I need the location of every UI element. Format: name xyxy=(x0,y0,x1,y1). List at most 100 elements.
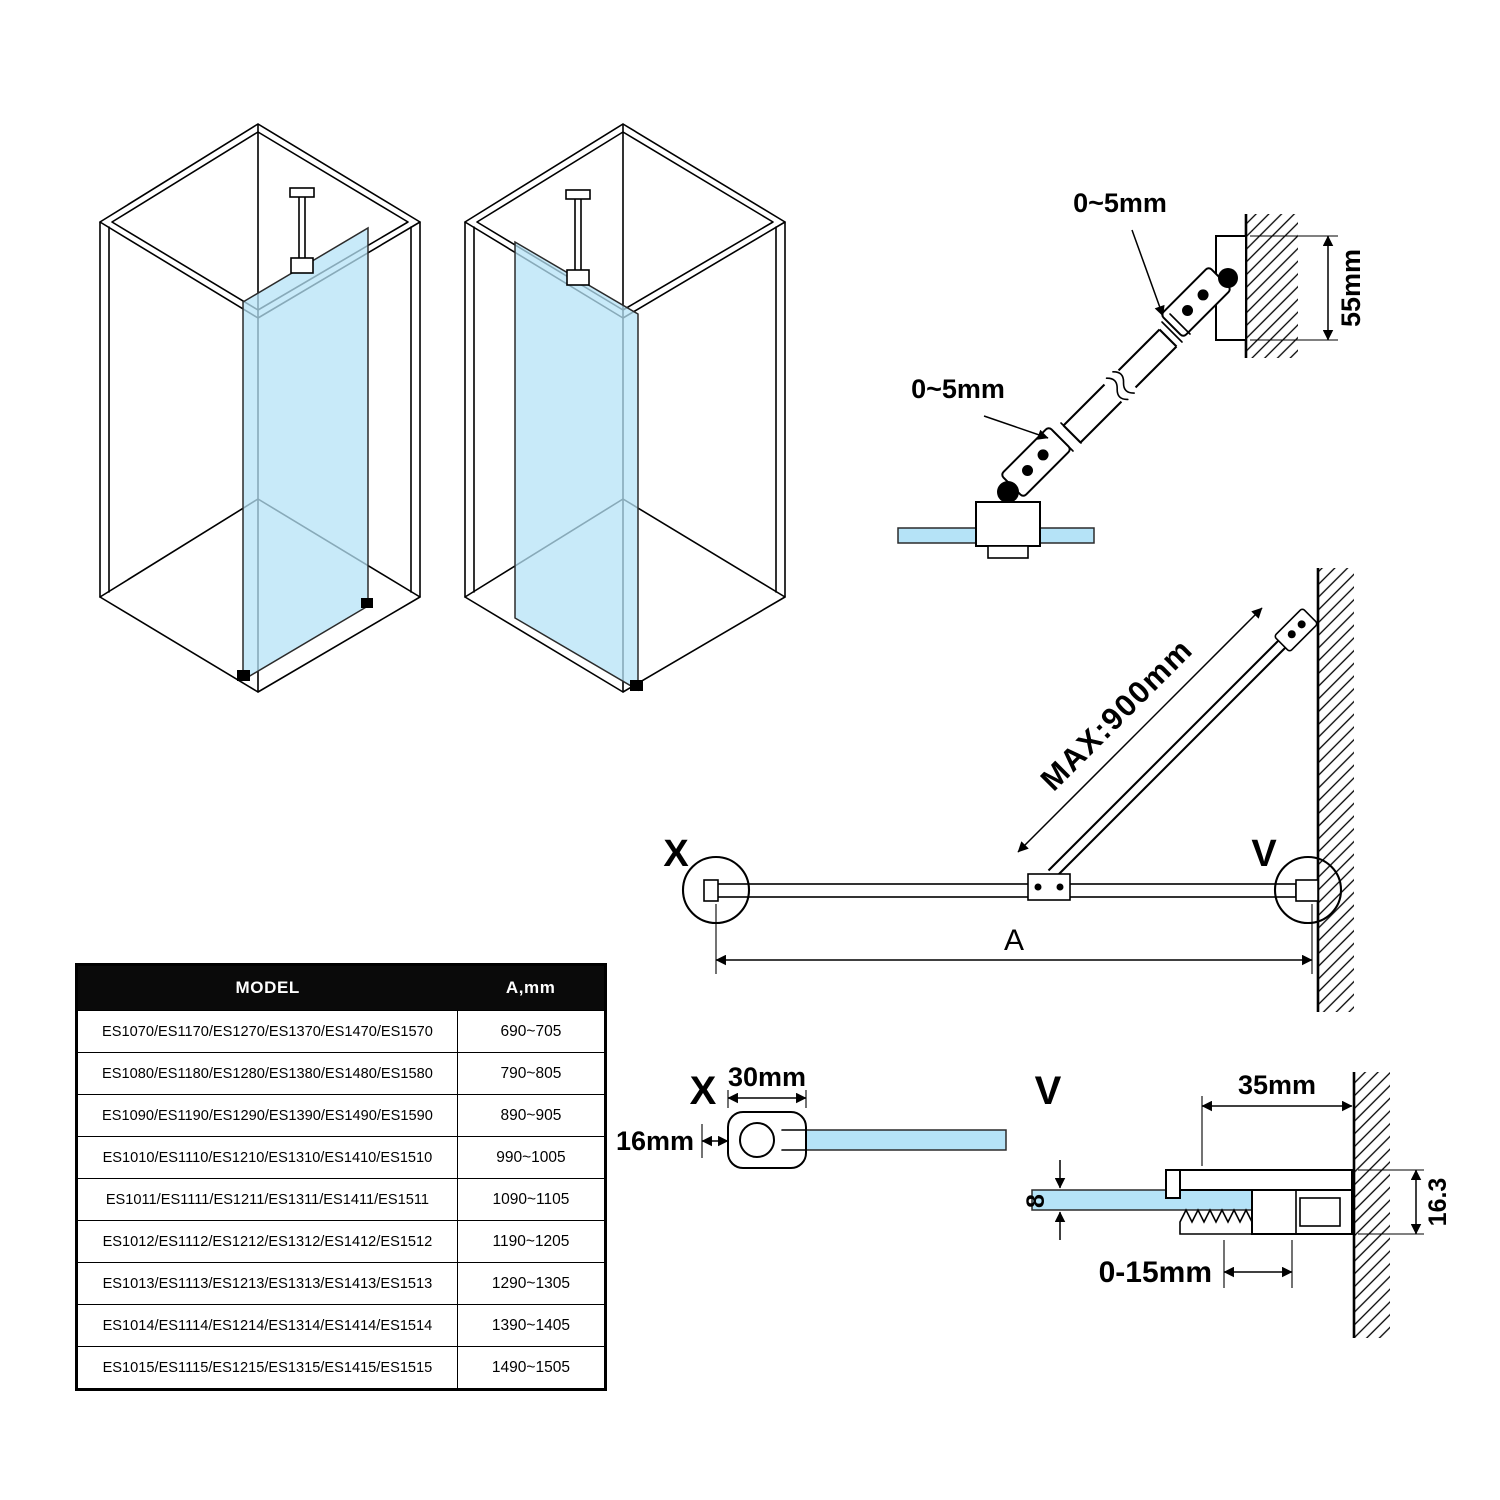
v-adjust-label: 0-15mm xyxy=(1099,1256,1212,1289)
a-cell: 1190~1205 xyxy=(456,1220,607,1263)
table-row: ES1015/ES1115/ES1215/ES1315/ES1415/ES151… xyxy=(76,1346,607,1390)
glass-slot-lines xyxy=(781,1129,807,1151)
ceiling-mount xyxy=(565,189,591,200)
upper-bracket xyxy=(1161,267,1231,337)
a-cell: 990~1005 xyxy=(456,1136,607,1179)
box-top-outer xyxy=(464,123,786,319)
ceiling-mount xyxy=(289,187,315,198)
box-top-inner xyxy=(111,131,409,311)
detail-v-title: V xyxy=(1035,1069,1062,1113)
plate-height-label: 55mm xyxy=(1336,249,1366,327)
rod-glass-clamp xyxy=(566,269,590,286)
wall-hatch xyxy=(1246,214,1298,358)
a-cell: 1290~1305 xyxy=(456,1262,607,1305)
glass-panel xyxy=(242,226,369,682)
a-column-header: A,mm xyxy=(457,964,606,1011)
box-top-outer xyxy=(99,123,421,319)
a-cell: 890~905 xyxy=(456,1094,607,1137)
gap-marks-top xyxy=(1161,313,1191,343)
table-row: ES1014/ES1114/ES1214/ES1314/ES1414/ES151… xyxy=(76,1304,607,1347)
a-cell: 1390~1405 xyxy=(456,1304,607,1347)
bolt xyxy=(1022,464,1034,476)
support-rod xyxy=(298,195,306,268)
model-cell: ES1011/ES1111/ES1211/ES1311/ES1411/ES151… xyxy=(76,1178,458,1221)
v-marker: V xyxy=(1251,833,1277,875)
table-row: ES1070/ES1170/ES1270/ES1370/ES1470/ES157… xyxy=(76,1010,607,1053)
v-height-label: 16.3 xyxy=(1424,1178,1452,1227)
upper-pivot xyxy=(1218,268,1238,288)
model-column-header: MODEL xyxy=(76,964,458,1011)
plan-view: MAX:900mm X V A xyxy=(663,568,1354,1012)
x-width-ext xyxy=(727,1090,807,1108)
box-vertical-edges xyxy=(99,123,421,693)
wall-hatch xyxy=(1318,568,1354,1012)
model-cell: ES1080/ES1180/ES1280/ES1380/ES1480/ES158… xyxy=(76,1052,458,1095)
wall-plate xyxy=(1215,235,1247,341)
round-bar-section xyxy=(739,1122,775,1158)
glass-thickness-label: 8 xyxy=(1022,1194,1050,1208)
x-marker: X xyxy=(663,833,689,875)
detail-x-title: X xyxy=(690,1069,717,1113)
glass-foot xyxy=(630,680,643,691)
iso-view-left xyxy=(99,123,421,693)
glass-plan xyxy=(715,883,1297,898)
box-vertical-edges xyxy=(464,123,786,693)
a-cell: 790~805 xyxy=(456,1052,607,1095)
v-width-label: 35mm xyxy=(1238,1070,1316,1100)
max-dim-line xyxy=(1017,607,1263,853)
v-adjust-ext xyxy=(1223,1240,1293,1288)
profile-hollow xyxy=(1299,1197,1341,1227)
gap-marks-mid xyxy=(1052,422,1082,452)
width-label: A xyxy=(1004,924,1024,957)
bolt xyxy=(1287,630,1296,639)
glass-clamp-plan xyxy=(1027,873,1071,901)
x-depth-label: 16mm xyxy=(616,1126,694,1156)
rail-lip xyxy=(1165,1169,1181,1199)
rod-glass-clamp xyxy=(290,257,314,274)
gap-top-label: 0~5mm xyxy=(1073,188,1167,218)
model-cell: ES1015/ES1115/ES1215/ES1315/ES1415/ES151… xyxy=(76,1346,458,1390)
top-rail xyxy=(1165,1169,1353,1191)
glass-section xyxy=(789,1129,1007,1151)
bar-break-symbol xyxy=(1103,369,1137,403)
glass-foot xyxy=(361,598,373,608)
model-cell: ES1013/ES1113/ES1213/ES1313/ES1413/ES151… xyxy=(76,1262,458,1305)
table-row: ES1010/ES1110/ES1210/ES1310/ES1410/ES151… xyxy=(76,1136,607,1179)
gap-mid-leader xyxy=(983,415,1049,440)
model-cell: ES1090/ES1190/ES1290/ES1390/ES1490/ES159… xyxy=(76,1094,458,1137)
model-cell: ES1010/ES1110/ES1210/ES1310/ES1410/ES151… xyxy=(76,1136,458,1179)
table-row: ES1080/ES1180/ES1280/ES1380/ES1480/ES158… xyxy=(76,1052,607,1095)
glass-foot xyxy=(237,670,250,681)
lower-pivot xyxy=(997,481,1019,503)
model-table-body: ES1070/ES1170/ES1270/ES1370/ES1470/ES157… xyxy=(76,1010,607,1390)
detail-circle-v xyxy=(1273,855,1343,925)
bolt xyxy=(1034,883,1042,891)
model-table: MODEL A,mm ES1070/ES1170/ES1270/ES1370/E… xyxy=(75,963,607,1391)
gap-top-leader xyxy=(1131,229,1165,317)
glass-panel xyxy=(514,240,639,692)
model-cell: ES1012/ES1112/ES1212/ES1312/ES1412/ES151… xyxy=(76,1220,458,1263)
table-row: ES1011/ES1111/ES1211/ES1311/ES1411/ES151… xyxy=(76,1178,607,1221)
model-cell: ES1014/ES1114/ES1214/ES1314/ES1414/ES151… xyxy=(76,1304,458,1347)
a-cell: 690~705 xyxy=(456,1010,607,1053)
iso-view-right xyxy=(464,123,786,693)
bolt xyxy=(1037,449,1049,461)
table-row: ES1090/ES1190/ES1290/ES1390/ES1490/ES159… xyxy=(76,1094,607,1137)
glass-section xyxy=(1031,1189,1253,1211)
table-row: ES1012/ES1112/ES1212/ES1312/ES1412/ES151… xyxy=(76,1220,607,1263)
support-rod xyxy=(574,197,582,280)
wall-hatch xyxy=(1354,1072,1390,1338)
a-cell: 1490~1505 xyxy=(456,1346,607,1390)
wall-profile-v xyxy=(1295,879,1319,902)
wall-bracket-plan xyxy=(1274,608,1318,652)
model-cell: ES1070/ES1170/ES1270/ES1370/ES1470/ES157… xyxy=(76,1010,458,1053)
end-profile-x xyxy=(703,879,719,902)
clamp-base xyxy=(987,545,1029,559)
detail-x: X 30mm 16mm xyxy=(616,1062,1007,1169)
box-bottom-face xyxy=(99,498,421,693)
gap-mid-label: 0~5mm xyxy=(911,374,1005,404)
detail-v: V 35mm 16.3 8 0-15mm xyxy=(1022,1069,1452,1338)
table-row: ES1013/ES1113/ES1213/ES1313/ES1413/ES151… xyxy=(76,1262,607,1305)
